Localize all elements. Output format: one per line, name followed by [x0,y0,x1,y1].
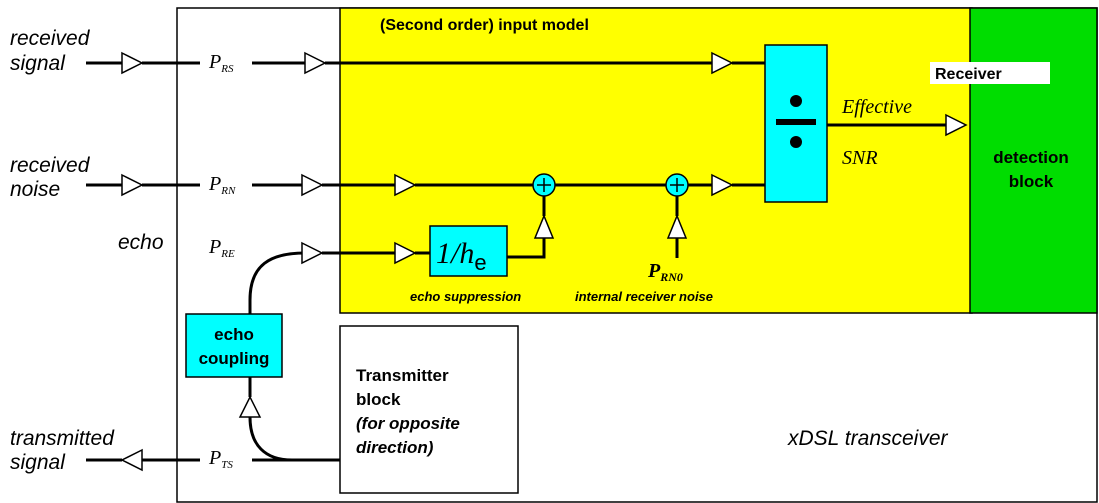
divide-icon [776,95,816,148]
received-noise-label-2: noise [10,178,60,201]
echo-coupling-block [185,313,283,378]
p-re-label: PRE [208,236,235,260]
transmitter-label-2: block [356,390,401,409]
receiver-label: Receiver [935,66,1002,83]
echo-suppression-formula: 1/he [436,237,487,275]
received-noise-label-1: received [10,154,91,177]
transmitter-label-4: direction) [356,438,434,457]
transmitter-block [339,325,519,494]
input-model-title: (Second order) input model [380,17,589,34]
sum-junction-2-icon [665,173,689,197]
received-signal-label-1: received [10,27,91,50]
snr-label: SNR [842,147,878,169]
p-ts-label: PTS [208,447,233,471]
sum-junction-1-icon [532,173,556,197]
noise-buffer-1-icon [121,174,143,196]
detection-label-2: block [1009,172,1054,191]
transmitted-signal-label-1: transmitted [10,427,115,450]
echo-suppression-label: echo suppression [410,289,521,304]
transmitter-label-3: (for opposite [356,414,460,433]
receiver-label-box [930,62,1050,84]
transmitter-label-1: Transmitter [356,366,449,385]
echo-label: echo [118,231,164,254]
detection-label-1: detection [993,148,1069,167]
transmitted-signal-label-2: signal [10,451,66,474]
p-rs-label: PRS [208,51,234,75]
detection-block [969,7,1098,314]
received-signal-label-2: signal [10,52,66,75]
signal-buffer-1-icon [121,52,143,74]
effective-label: Effective [841,96,912,118]
echo-coupling-label-2: coupling [199,349,270,368]
coupling-up-buffer-icon [238,395,262,418]
echo-coupling-label-1: echo [214,325,254,344]
transceiver-label: xDSL transceiver [787,427,949,450]
echo-suppression-block [429,225,508,277]
internal-noise-label: internal receiver noise [575,289,713,304]
p-rn-label: PRN [208,173,236,197]
p-rn0-label: PRN0 [647,260,683,284]
transmit-buffer-icon [120,448,143,472]
